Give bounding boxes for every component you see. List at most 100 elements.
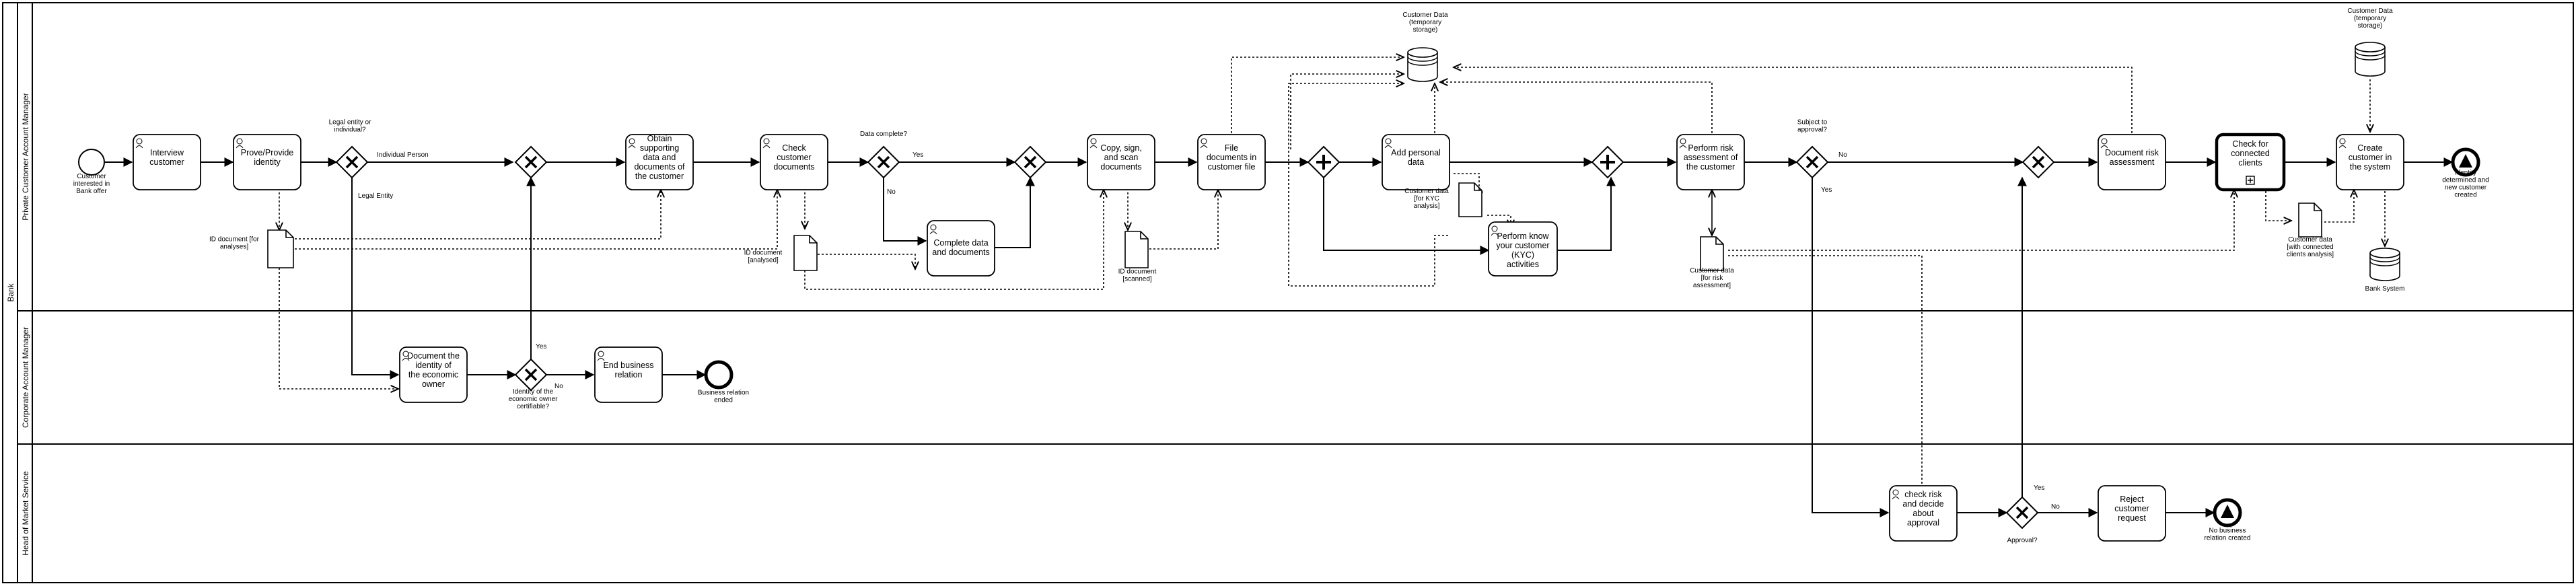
data-object-id-doc-analysed[interactable] [793,235,818,271]
flow-label-individual-person: Individual Person [377,151,429,159]
end-event-no-relation[interactable] [2213,498,2242,527]
data-stores [1407,42,2400,281]
data-objects [267,182,2322,271]
data-store-bank-system[interactable] [2369,248,2400,281]
exclusive-x-icon [1024,155,1037,169]
flow-label-legal-entity: Legal Entity [358,192,393,200]
data-object-id-doc-scanned[interactable] [1124,231,1149,268]
data-object-id-doc-analyses[interactable] [267,229,294,268]
parallel-plus-icon [1316,155,1331,170]
exclusive-x-icon [2015,506,2029,519]
data-store-temp1[interactable] [1407,47,1438,82]
data-object-cust-data-connected[interactable] [2298,203,2322,237]
user-icon [597,351,605,361]
data-store-temp2[interactable] [2355,42,2386,77]
user-icon [402,351,410,361]
gateway-legal-entity[interactable] [335,145,369,179]
end-event-relation-ended[interactable] [704,360,734,390]
start-event[interactable] [78,149,105,176]
gateway-merge-2[interactable] [1013,145,1047,179]
exclusive-x-icon [345,155,359,169]
gateway-approval[interactable] [2005,496,2039,529]
data-object-cust-data-risk[interactable] [1700,236,1724,271]
end-event-identity[interactable] [2451,147,2480,177]
data-associations [279,57,2385,498]
user-icon [929,224,937,235]
parallel-plus-icon [1600,155,1615,170]
user-icon [1089,138,1098,149]
user-icon [2100,138,2108,149]
user-icon [2338,138,2347,149]
lane-label-head: Head of Market Service [21,471,30,556]
user-icon [135,138,143,149]
flow-label-approval-no: No [2051,503,2060,511]
gateway-data-complete[interactable] [867,145,900,179]
flow-label-certifiable-yes: Yes [536,343,546,351]
user-icon [1384,138,1392,149]
flow-label-approval-yes: Yes [2034,484,2044,492]
gateway-subject-approval[interactable] [1795,145,1829,179]
user-icon [1679,138,1687,149]
user-icon [1892,489,1900,500]
events [78,147,2480,527]
lane-label-private: Private Customer Account Manager [21,93,30,220]
data-object-cust-data-kyc[interactable] [1458,182,1482,217]
sequence-flows [105,157,2454,517]
gateway-merge-1[interactable] [514,145,548,179]
flow-label-data-complete-yes: Yes [913,151,923,159]
gateway-parallel-split[interactable] [1307,145,1340,179]
gateway-identity-certifiable[interactable] [514,358,548,392]
data-object-id-doc-scanned-label: ID document[scanned] [1118,268,1157,283]
gateway-merge-3[interactable] [2022,145,2055,179]
lane-label-corporate: Corporate Account Manager [21,327,30,428]
exclusive-x-icon [2032,155,2045,169]
escalation-icon [2221,505,2234,518]
gateways [335,145,2055,529]
exclusive-x-icon [877,155,890,169]
gateway-parallel-join[interactable] [1591,145,1624,179]
